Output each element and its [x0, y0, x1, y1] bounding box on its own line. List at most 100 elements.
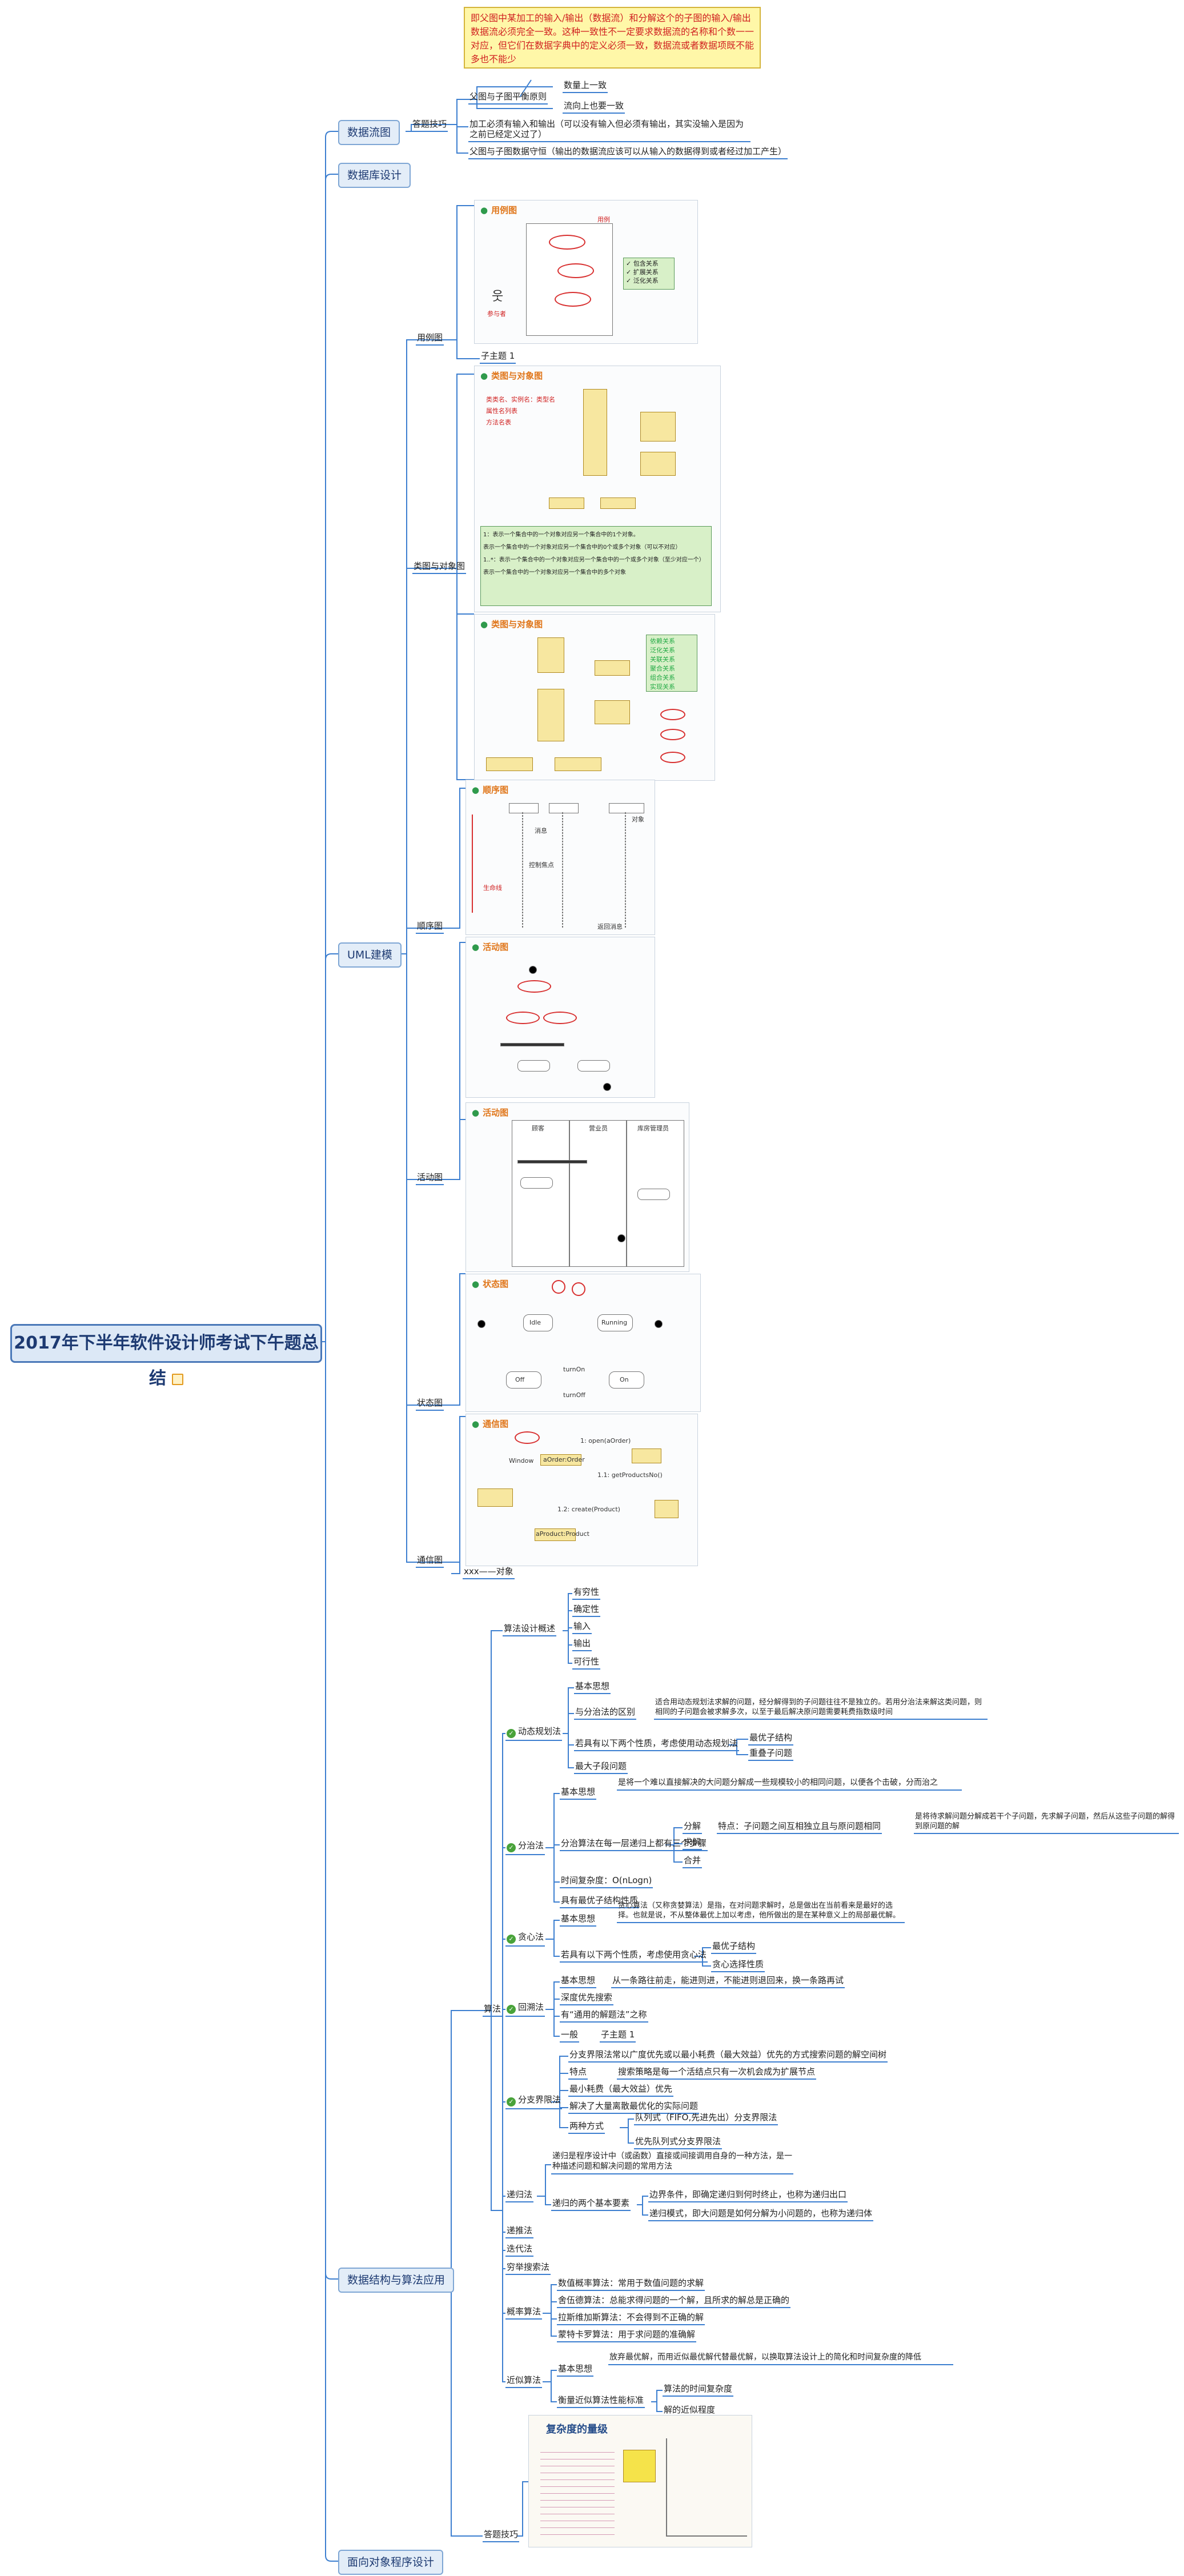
greedy-cond-item[interactable]: 最优子结构 — [711, 1941, 757, 1954]
brute-node[interactable]: 穷举搜索法 — [505, 2262, 551, 2275]
uml-classobj[interactable]: 类图与对象图 — [412, 561, 467, 574]
conservation-rule[interactable]: 父图与子图数据守恒（输出的数据流应该可以从输入的数据得到或者经过加工产生） — [468, 146, 788, 159]
dp-cond-item[interactable]: 最优子结构 — [748, 1732, 794, 1746]
text-lines — [540, 2447, 615, 2538]
rec-def[interactable]: 递归是程序设计中（或函数）直接或间接调用自身的一种方法，是一种描述问题和解决问题… — [551, 2151, 793, 2174]
dataflow-tips[interactable]: 答题技巧 — [411, 119, 448, 132]
uml-communication[interactable]: 通信图 — [416, 1555, 444, 1568]
algo-tips[interactable]: 答题技巧 — [483, 2529, 520, 2542]
dp-label: 动态规划法 — [518, 1726, 561, 1736]
balance-item[interactable]: 数量上一致 — [563, 80, 608, 93]
approx-node[interactable]: 近似算法 — [505, 2375, 543, 2388]
dc-decompose-text[interactable]: 是将待求解问题分解成若干个子问题，先求解子问题，然后从这些子问题的解得到原问题的… — [914, 1812, 1179, 1834]
legend-text: 方法名表 — [486, 419, 511, 426]
annotation-oval — [660, 729, 685, 740]
dc-idea[interactable]: 基本思想 — [560, 1787, 597, 1800]
dc-decompose[interactable]: 分解 — [683, 1821, 703, 1834]
bb-mode[interactable]: 优先队列式分支界限法 — [634, 2136, 723, 2149]
branch-uml[interactable]: UML建模 — [338, 942, 402, 968]
bt-idea[interactable]: 基本思想 — [560, 1975, 597, 1988]
ap-criterion[interactable]: 算法的时间复杂度 — [663, 2384, 734, 2397]
iter-node[interactable]: 迭代法 — [505, 2244, 534, 2257]
branch-algorithm[interactable]: 数据结构与算法应用 — [338, 2268, 455, 2293]
algo-feature[interactable]: 输出 — [572, 1638, 592, 1651]
dc-opt[interactable]: 具有最优子结构性质 — [560, 1895, 640, 1908]
greedy-cond[interactable]: 若具有以下两个性质，考虑使用贪心法 — [560, 1949, 708, 1963]
backtrack-node[interactable]: ✓回溯法 — [505, 2002, 545, 2017]
final-node — [603, 1083, 611, 1091]
branch-dataflow[interactable]: 数据流图 — [338, 120, 400, 145]
action-node — [637, 1189, 670, 1200]
comm-label: Window — [509, 1457, 534, 1464]
bb-mode[interactable]: 队列式（FIFO,先进先出）分支界限法 — [634, 2112, 778, 2125]
uml-state[interactable]: 状态图 — [416, 1398, 444, 1411]
transition-label: turnOn — [563, 1366, 585, 1373]
bt-general[interactable]: 有“通用的解题法”之称 — [560, 2009, 648, 2023]
bt-idea-text[interactable]: 从一条路往前走，能进则进，不能进则退回来，换一条路再试 — [611, 1975, 845, 1988]
ap-idea[interactable]: 基本思想 — [557, 2364, 594, 2377]
dc-idea-text[interactable]: 是将一个难以直接解决的大问题分解成一些规模较小的相同问题，以便各个击破，分而治之 — [617, 1777, 962, 1791]
state-node: Running — [597, 1314, 633, 1331]
ap-idea-text[interactable]: 放弃最优解，而用近似最优解代替最优解，以换取算法设计上的简化和时间复杂度的降低 — [608, 2352, 953, 2365]
greedy-cond-item[interactable]: 贪心选择性质 — [711, 1959, 765, 1972]
prob-item[interactable]: 蒙特卡罗算法：用于求问题的准确解 — [557, 2329, 697, 2342]
greedy-node[interactable]: ✓贪心法 — [505, 1932, 545, 1947]
algo-feature[interactable]: 确定性 — [572, 1604, 601, 1617]
ap-criteria[interactable]: 衡量近似算法性能标准 — [557, 2395, 645, 2408]
algo-algorithms[interactable]: 算法 — [483, 2004, 503, 2017]
bb-node[interactable]: ✓分支界限法 — [505, 2094, 563, 2109]
uml-usecase[interactable]: 用例图 — [416, 332, 444, 346]
dp-diff-text[interactable]: 适合用动态规划法求解的问题，经分解得到的子问题往往不是独立的。若用分治法来解这类… — [654, 1698, 988, 1720]
rec-elements[interactable]: 递归的两个基本要素 — [551, 2198, 631, 2211]
prob-node[interactable]: 概率算法 — [505, 2306, 543, 2320]
prob-item[interactable]: 拉斯维加斯算法：不会得到不正确的解 — [557, 2312, 705, 2325]
bt-sub1[interactable]: 子主题 1 — [600, 2029, 636, 2043]
bb-item[interactable]: 解决了大量离散最优化的实际问题 — [568, 2101, 700, 2114]
recursion-node[interactable]: 递归法 — [505, 2189, 534, 2202]
dc-merge[interactable]: 合并 — [683, 1855, 703, 1868]
branch-database[interactable]: 数据库设计 — [338, 163, 411, 188]
bb-item[interactable]: 分支界限法常以广度优先或以最小耗费（最大效益）优先的方式搜索问题的解空间树 — [568, 2049, 888, 2063]
algo-feature[interactable]: 有穷性 — [572, 1587, 601, 1600]
object-box — [632, 1449, 661, 1463]
bb-item[interactable]: 两种方式 — [568, 2121, 605, 2134]
dc-solve[interactable]: 求解 — [683, 1837, 703, 1850]
balance-rule[interactable]: 父图与子图平衡原则 — [468, 91, 548, 105]
class-box — [583, 389, 607, 476]
dp-idea[interactable]: 基本思想 — [574, 1681, 611, 1694]
rec-element[interactable]: 边界条件，即确定递归到何时终止，也称为递归出口 — [648, 2189, 848, 2202]
bb-item-text[interactable]: 搜索策略是每一个活结点只有一次机会成为扩展节点 — [617, 2067, 817, 2080]
dp-lcs[interactable]: 最大子段问题 — [574, 1761, 628, 1774]
rec-element[interactable]: 递归模式，即大问题是如何分解为小问题的，也称为递归体 — [648, 2208, 874, 2221]
dc-feature[interactable]: 特点：子问题之间互相独立且与原问题相同 — [717, 1821, 882, 1834]
greedy-idea[interactable]: 基本思想 — [560, 1913, 597, 1927]
dc-steps[interactable]: 分治算法在每一层递归上都有三个步骤 — [560, 1838, 708, 1851]
uml-activity[interactable]: 活动图 — [416, 1172, 444, 1185]
bb-item[interactable]: 特点 — [568, 2067, 588, 2080]
dp-cond-item[interactable]: 重叠子问题 — [748, 1748, 794, 1761]
algo-feature[interactable]: 可行性 — [572, 1656, 601, 1670]
recurse-node[interactable]: 递推法 — [505, 2225, 534, 2238]
dp-node[interactable]: ✓动态规划法 — [505, 1726, 563, 1741]
prob-item[interactable]: 数值概率算法：常用于数值问题的求解 — [557, 2278, 705, 2291]
uml-object-note[interactable]: xxx——对象 — [463, 1566, 515, 1579]
branch-oop[interactable]: 面向对象程序设计 — [338, 2550, 444, 2575]
fork-bar — [500, 1043, 564, 1046]
bb-item[interactable]: 最小耗费（最大效益）优先 — [568, 2084, 674, 2097]
uml-subtopic[interactable]: 子主题 1 — [480, 351, 516, 364]
dc-time[interactable]: 时间复杂度：O(nLogn) — [560, 1875, 653, 1888]
check-item: ✓ 泛化关系 — [626, 277, 659, 284]
dc-node[interactable]: ✓分治法 — [505, 1840, 545, 1855]
bt-sub[interactable]: 一般 — [560, 2029, 580, 2043]
prob-item[interactable]: 舍伍德算法：总能求得问题的一个解，且所求的解总是正确的 — [557, 2295, 791, 2308]
algo-feature[interactable]: 输入 — [572, 1621, 592, 1634]
algo-overview[interactable]: 算法设计概述 — [503, 1623, 557, 1636]
root-topic[interactable]: 2017年下半年软件设计师考试下午题总结 — [10, 1324, 322, 1389]
uml-sequence[interactable]: 顺序图 — [416, 921, 444, 934]
bt-dfs[interactable]: 深度优先搜索 — [560, 1992, 614, 2005]
dp-cond[interactable]: 若具有以下两个性质，考虑使用动态规划法 — [574, 1738, 740, 1751]
greedy-idea-text[interactable]: 贪心算法（又称贪婪算法）是指，在对问题求解时，总是做出在当前看来是最好的选择。也… — [617, 1901, 905, 1923]
dp-diff[interactable]: 与分治法的区别 — [574, 1707, 637, 1720]
balance-item[interactable]: 流向上也要一致 — [563, 101, 625, 114]
io-rule[interactable]: 加工必须有输入和输出（可以没有输入但必须有输出，其实没输入是因为之前已经定义过了… — [468, 119, 750, 142]
